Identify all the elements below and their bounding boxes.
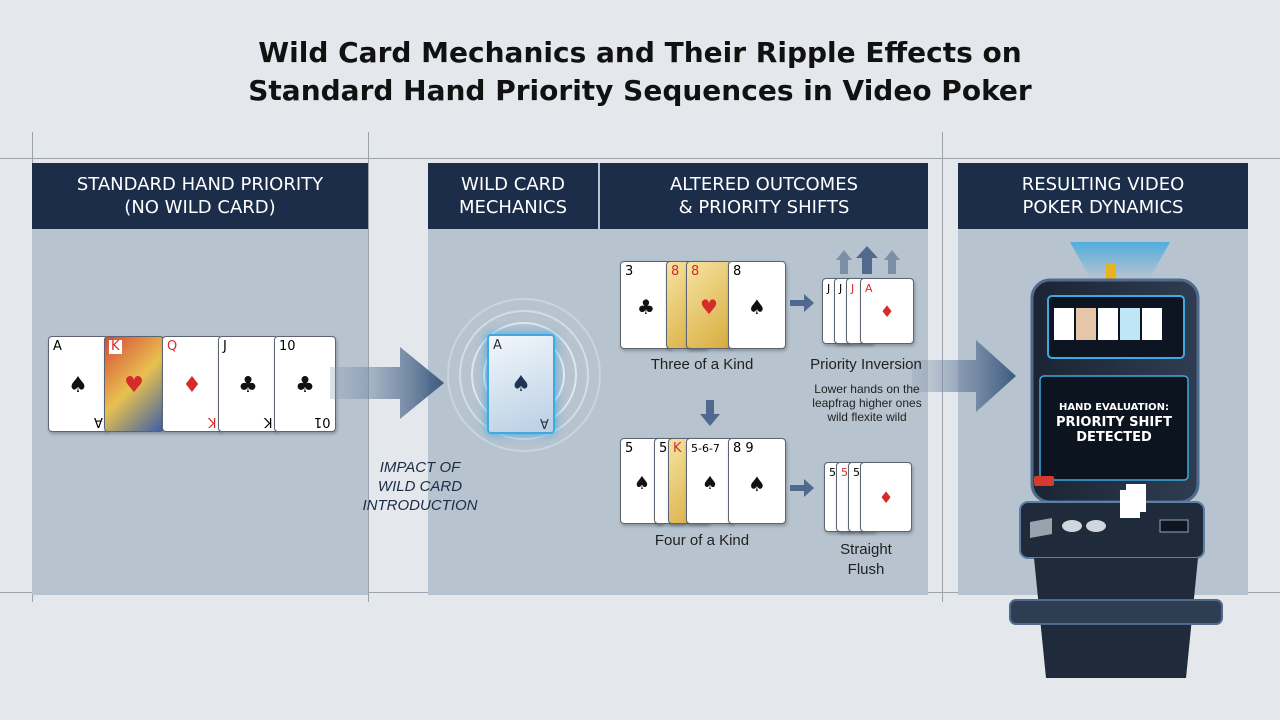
standard-card-2: K ♥: [104, 336, 164, 432]
standard-card-4: J ♣ K: [218, 336, 278, 432]
machine-screen-line-3: DETECTED: [1076, 430, 1152, 445]
card-corner: A: [94, 414, 103, 429]
club-icon: ♣: [637, 295, 655, 320]
heart-icon: ♥: [700, 295, 718, 320]
card-rank: K: [109, 339, 122, 354]
wild-card: A ♠ A: [487, 334, 555, 434]
card-rank: A: [865, 282, 873, 295]
standard-header: STANDARD HAND PRIORITY(NO WILD CARD): [32, 163, 368, 229]
card-rank: 5: [853, 466, 860, 479]
altered-header: ALTERED OUTCOMES& PRIORITY SHIFTS: [600, 163, 928, 229]
grid-line: [0, 158, 1280, 159]
spade-icon: ♠: [748, 471, 766, 496]
straight-flush-line-1: Straight: [840, 541, 892, 558]
inversion-note: Lower hands on the leapfrag higher ones …: [792, 382, 942, 424]
straight-flush-line-2: Flush: [847, 561, 885, 578]
spade-icon: ♠: [701, 472, 719, 494]
standard-header-line-2: (NO WILD CARD): [124, 197, 276, 218]
altered-header-line-1: ALTERED OUTCOMES: [669, 174, 859, 195]
club-icon: ♣: [295, 372, 315, 398]
diamond-icon: ♦: [182, 372, 202, 398]
card-rank: 8: [691, 264, 700, 279]
card-corner: K: [208, 414, 217, 429]
video-poker-machine-icon: [1009, 242, 1223, 678]
heart-icon: ♥: [124, 372, 144, 398]
spade-icon: ♠: [748, 295, 766, 320]
altered-bottom-card-5: 8 9 ♠: [728, 438, 786, 524]
machine-screen-text: HAND EVALUATION: PRIORITY SHIFT DETECTED: [1040, 400, 1188, 445]
straight-flush-label: Straight Flush: [818, 540, 914, 580]
impact-line-3: INTRODUCTION: [362, 497, 478, 514]
card-rank-value: 9: [745, 441, 754, 456]
spade-icon: ♠: [511, 372, 531, 398]
arrow-icon: [912, 340, 1016, 412]
machine-screen-line-2: PRIORITY SHIFT: [1056, 415, 1172, 430]
wild-header-line-1: WILD CARD: [461, 174, 565, 195]
arrow-right-icon: [790, 479, 814, 497]
arrow-down-icon: [700, 400, 720, 426]
standard-header-line-1: STANDARD HAND PRIORITY: [76, 174, 324, 195]
card-rank: A: [53, 339, 62, 354]
inversion-note-line-2: leapfrag higher ones: [812, 396, 922, 410]
diamond-icon: ♦: [878, 487, 894, 507]
card-rank: Q: [167, 339, 178, 354]
card-rank-value: 8: [733, 441, 742, 456]
spade-icon: ♠: [633, 472, 651, 494]
altered-top-card-4: 8 ♠: [728, 261, 786, 349]
card-corner: K: [264, 414, 273, 429]
card-rank: 5: [841, 466, 848, 479]
card-rank: 5-6-7: [691, 442, 720, 455]
altered-header-line-2: & PRIORITY SHIFTS: [678, 197, 850, 218]
impact-label: IMPACT OF WILD CARD INTRODUCTION: [350, 458, 490, 515]
standard-card-3: Q ♦ K: [162, 336, 222, 432]
result-header-line-1: RESULTING VIDEO: [1021, 174, 1185, 195]
card-rank: 3: [625, 264, 634, 279]
title-line-2: Standard Hand Priority Sequences in Vide…: [248, 74, 1032, 107]
card-rank: 5: [829, 466, 836, 479]
card-rank: 8: [733, 264, 742, 279]
arrow-icon: [330, 347, 444, 419]
arrow-right-icon: [790, 294, 814, 312]
altered-bottom-card-4: 5-6-7 ♠: [686, 438, 734, 524]
inversion-note-line-1: Lower hands on the: [814, 382, 920, 396]
page-title: Wild Card Mechanics and Their Ripple Eff…: [0, 34, 1280, 110]
title-line-1: Wild Card Mechanics and Their Ripple Eff…: [258, 36, 1022, 69]
card-rank: J: [839, 282, 843, 295]
card-rank: J: [223, 339, 227, 354]
card-rank: J: [851, 282, 855, 295]
four-of-a-kind-label: Four of a Kind: [654, 532, 750, 549]
wild-header-line-2: MECHANICS: [458, 197, 568, 218]
result-header-line-2: POKER DYNAMICS: [1022, 197, 1184, 218]
spade-icon: ♠: [68, 372, 88, 398]
card-rank: 5: [659, 441, 668, 456]
arrow-up-icon: [836, 246, 900, 274]
card-rank: 8 9: [733, 442, 754, 456]
card-corner: A: [540, 415, 549, 430]
card-rank: 10: [279, 339, 296, 354]
altered-top-card-3: 8 ♥: [686, 261, 732, 349]
card-rank: A: [493, 338, 502, 353]
card-rank: 8: [671, 264, 680, 279]
machine-screen-line-1: HAND EVALUATION:: [1058, 402, 1170, 413]
priority-inversion-label: Priority Inversion: [810, 356, 922, 373]
inversion-card-4: A ♦: [860, 278, 914, 344]
club-icon: ♣: [238, 372, 258, 398]
standard-card-5: 10 ♣ 01: [274, 336, 336, 432]
impact-line-2: WILD CARD: [377, 478, 463, 495]
diamond-icon: ♦: [879, 302, 895, 322]
flush-card-4: ♦: [860, 462, 912, 532]
card-rank: 5: [625, 441, 634, 456]
card-corner: 01: [314, 414, 331, 429]
card-rank: K: [673, 441, 682, 456]
three-of-a-kind-label: Three of a Kind: [650, 356, 754, 373]
inversion-note-line-3: wild flexite wild: [827, 410, 907, 424]
card-rank: J: [827, 282, 831, 295]
standard-card-1: A ♠ A: [48, 336, 108, 432]
impact-line-1: IMPACT OF: [379, 459, 461, 476]
altered-top-card-1: 3 ♣: [620, 261, 672, 349]
